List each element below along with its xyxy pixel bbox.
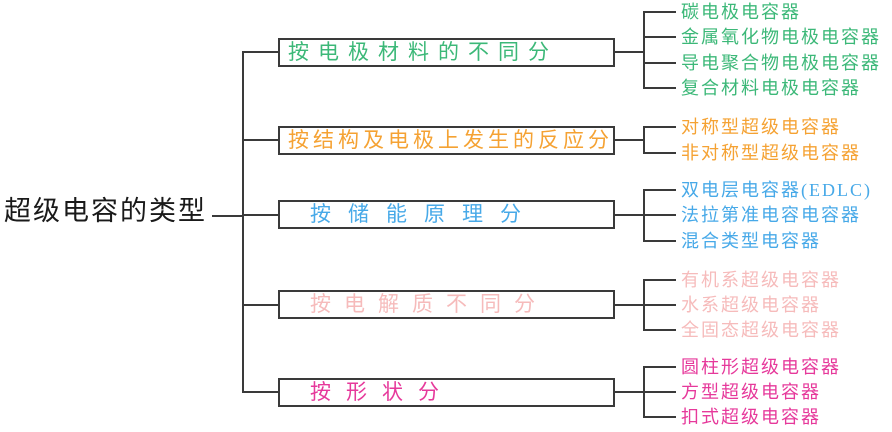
category-label: 按形状分 — [310, 380, 454, 404]
connector-line — [615, 51, 645, 53]
leaf-label: 金属氧化物电极电容器 — [681, 27, 881, 47]
leaf-tick-line — [643, 391, 676, 393]
leaf-tick-line — [643, 240, 676, 242]
tree-spine-line — [242, 51, 244, 393]
connector-line — [244, 214, 278, 216]
leaf-label: 非对称型超级电容器 — [681, 143, 861, 163]
leaf-tick-line — [643, 62, 676, 64]
connector-line — [244, 139, 278, 141]
leaf-label: 对称型超级电容器 — [681, 117, 841, 137]
category-box-electrolyte: 按电解质不同分 — [278, 290, 615, 319]
fan-line — [643, 126, 645, 154]
leaf-tick-line — [643, 126, 676, 128]
leaf-label: 混合类型电容器 — [681, 231, 821, 251]
leaf-tick-line — [643, 189, 676, 191]
fan-line — [643, 11, 645, 89]
category-box-energy-storage-principle: 按储能原理分 — [278, 200, 615, 229]
category-box-shape: 按形状分 — [278, 378, 615, 407]
leaf-tick-line — [643, 416, 676, 418]
leaf-label: 圆柱形超级电容器 — [681, 357, 841, 377]
connector-line — [244, 391, 278, 393]
category-label: 按电极材料的不同分 — [288, 40, 558, 64]
leaf-tick-line — [643, 366, 676, 368]
root-label: 超级电容的类型 — [4, 196, 207, 226]
leaf-label: 双电层电容器(EDLC) — [681, 180, 872, 200]
connector-line — [615, 214, 645, 216]
connector-line — [615, 304, 645, 306]
leaf-tick-line — [643, 87, 676, 89]
category-label: 按电解质不同分 — [310, 292, 548, 316]
leaf-label: 导电聚合物电极电容器 — [681, 53, 881, 73]
leaf-label: 复合材料电极电容器 — [681, 78, 861, 98]
leaf-label: 水系超级电容器 — [681, 295, 821, 315]
root-connector-line — [212, 215, 244, 217]
connector-line — [244, 304, 278, 306]
leaf-tick-line — [643, 11, 676, 13]
category-box-electrode-material: 按电极材料的不同分 — [278, 38, 615, 67]
category-label: 按结构及电极上发生的反应分 — [288, 128, 613, 152]
leaf-label: 全固态超级电容器 — [681, 320, 841, 340]
leaf-label: 扣式超级电容器 — [681, 407, 821, 427]
category-box-structure-reaction: 按结构及电极上发生的反应分 — [278, 126, 615, 155]
leaf-tick-line — [643, 279, 676, 281]
leaf-tick-line — [643, 36, 676, 38]
leaf-tick-line — [643, 152, 676, 154]
connector-line — [615, 391, 645, 393]
connector-line — [615, 139, 645, 141]
category-label: 按储能原理分 — [310, 202, 538, 226]
leaf-label: 方型超级电容器 — [681, 382, 821, 402]
leaf-label: 法拉第准电容电容器 — [681, 205, 861, 225]
leaf-label: 有机系超级电容器 — [681, 270, 841, 290]
leaf-tick-line — [643, 304, 676, 306]
leaf-tick-line — [643, 329, 676, 331]
connector-line — [244, 51, 278, 53]
leaf-label: 碳电极电容器 — [681, 2, 801, 22]
leaf-tick-line — [643, 214, 676, 216]
